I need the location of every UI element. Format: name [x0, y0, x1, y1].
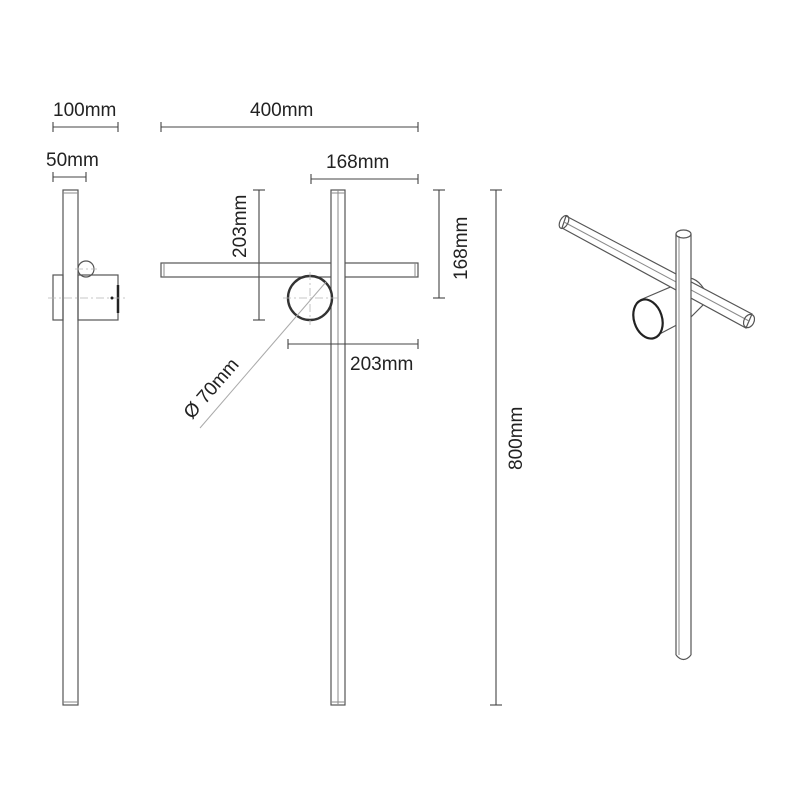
dim-label-50mm: 50mm — [46, 150, 99, 171]
dim-label-400mm: 400mm — [250, 100, 313, 121]
side-mount — [48, 274, 125, 321]
front-horizontal-arm — [160, 262, 419, 278]
dim-label-100mm: 100mm — [53, 100, 116, 121]
front-view: 400mm 168mm 203mm — [160, 100, 527, 706]
front-spot-ring — [283, 272, 338, 325]
dim-label-203mm-vertical: 203mm — [230, 195, 251, 258]
dim-label-168mm-horizontal: 168mm — [326, 152, 389, 173]
dimension-100mm: 100mm — [52, 100, 119, 132]
front-vertical-bar — [330, 189, 346, 706]
iso-vertical-bar — [675, 229, 692, 661]
dimension-203mm-vertical: 203mm — [230, 189, 265, 321]
diameter-leader — [199, 281, 327, 429]
dimension-168mm-horizontal: 168mm — [310, 152, 419, 184]
dimension-800mm: 800mm — [490, 189, 527, 706]
dim-label-800mm: 800mm — [506, 407, 527, 470]
side-view: 100mm 50mm — [46, 100, 125, 706]
dimension-50mm: 50mm — [46, 150, 99, 182]
dim-label-203mm-horizontal: 203mm — [350, 354, 413, 375]
side-bar — [62, 189, 79, 706]
dim-label-168mm-vertical: 168mm — [451, 217, 472, 280]
dimension-203mm-horizontal: 203mm — [287, 339, 419, 375]
isometric-view — [558, 214, 756, 661]
dimension-400mm: 400mm — [160, 100, 419, 132]
dimension-168mm-vertical: 168mm — [433, 189, 472, 299]
